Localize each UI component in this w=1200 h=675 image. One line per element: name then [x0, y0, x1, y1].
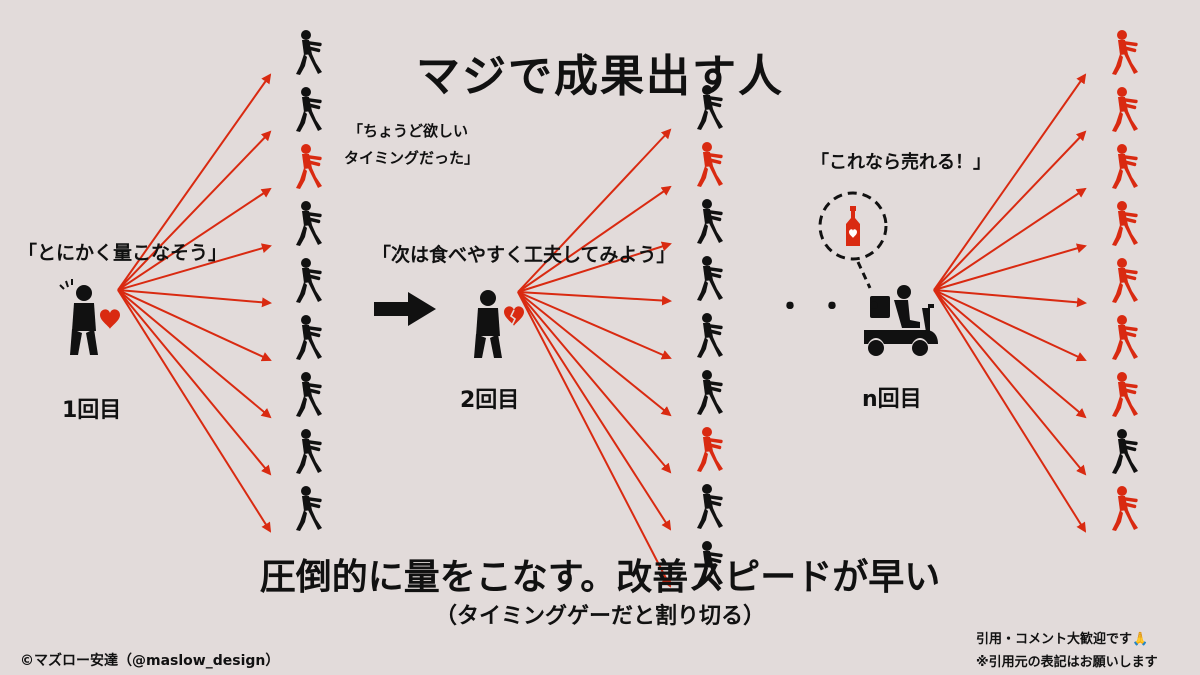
- zombie-icon: [697, 313, 723, 358]
- arrow-ray: [517, 128, 672, 293]
- zombie-icon: [296, 144, 322, 189]
- zombie-icon: [1112, 201, 1138, 246]
- arrow-ray: [117, 130, 272, 291]
- zombie-icon: [296, 372, 322, 417]
- bottom-headline: 圧倒的に量をこなす。改善スピードが早い: [259, 557, 941, 598]
- person-with-broken-heart-icon: [474, 290, 524, 358]
- page-title: マジで成果出す人: [416, 51, 784, 102]
- arrow-ray: [117, 289, 272, 308]
- thought-bubble: [818, 191, 888, 289]
- stage-label-2: 2回目: [460, 388, 520, 413]
- arrow-ray: [117, 289, 272, 419]
- zombie-icon: [697, 370, 723, 415]
- arrow-ray: [933, 187, 1087, 291]
- arrow-rays-3: [933, 73, 1087, 533]
- delivery-scooter-icon: [864, 285, 938, 356]
- zombie-icon: [697, 142, 723, 187]
- zombie-icon: [697, 256, 723, 301]
- quote-mid-line-2: タイミングだった」: [344, 149, 480, 167]
- note-line-2: ※引用元の表記はお願いします: [976, 655, 1158, 670]
- arrow-ray: [117, 289, 272, 476]
- arrow-ray: [117, 243, 272, 291]
- arrow-ray: [117, 73, 272, 291]
- arrow-ray: [933, 289, 1087, 476]
- arrow-ray: [933, 289, 1087, 308]
- arrow-ray: [517, 291, 672, 306]
- arrow-ray: [517, 291, 672, 417]
- person-with-heart-icon: [59, 279, 120, 355]
- arrow-ray: [933, 243, 1087, 291]
- zombie-icon: [1112, 258, 1138, 303]
- arrow-ray: [933, 73, 1087, 291]
- quote-first: 「とにかく量こなそう」: [18, 242, 228, 264]
- zombie-column-3: [1112, 30, 1138, 531]
- bottle-icon: [846, 206, 860, 246]
- arrow-ray: [517, 291, 672, 474]
- zombie-icon: [1112, 372, 1138, 417]
- quote-third: 「これなら売れる！」: [811, 152, 991, 173]
- credit-text: ©マズロー安達（@maslow_design）: [20, 653, 280, 669]
- ellipsis-dots: ・・・: [775, 290, 901, 325]
- zombie-icon: [296, 201, 322, 246]
- zombie-icon: [296, 258, 322, 303]
- arrow-ray: [517, 291, 671, 588]
- arrow-ray: [933, 130, 1087, 291]
- zombie-icon: [296, 315, 322, 360]
- arrow-rays-1: [117, 73, 272, 533]
- note-line-1: 引用・コメント大歓迎です🙏: [976, 632, 1149, 647]
- zombie-icon: [1112, 486, 1138, 531]
- quote-second: 「次は食べやすく工夫してみよう」: [372, 244, 676, 266]
- zombie-icon: [1112, 144, 1138, 189]
- arrow-ray: [117, 187, 272, 291]
- stage-label-n: n回目: [862, 387, 922, 412]
- right-arrow-icon: [374, 292, 436, 326]
- zombie-icon: [697, 427, 723, 472]
- arrow-rays-2: [517, 128, 672, 588]
- bottom-subline: （タイミングゲーだと割り切る）: [434, 604, 765, 629]
- zombie-icon: [296, 486, 322, 531]
- arrow-ray: [517, 291, 672, 531]
- stage-label-1: 1回目: [62, 398, 122, 423]
- arrow-ray: [517, 185, 672, 293]
- zombie-column-2: [697, 85, 723, 586]
- quote-mid-line-1: 「ちょうど欲しい: [348, 122, 469, 140]
- arrow-ray: [933, 289, 1087, 533]
- zombie-icon: [1112, 315, 1138, 360]
- zombie-icon: [697, 484, 723, 529]
- arrow-ray: [117, 289, 272, 533]
- arrow-ray: [933, 289, 1087, 419]
- zombie-icon: [296, 429, 322, 474]
- zombie-column-1: [296, 30, 322, 531]
- arrow-ray: [117, 289, 272, 362]
- zombie-icon: [697, 199, 723, 244]
- zombie-icon: [1112, 429, 1138, 474]
- arrow-ray: [517, 291, 672, 360]
- arrow-ray: [517, 241, 672, 293]
- arrow-ray: [933, 289, 1087, 362]
